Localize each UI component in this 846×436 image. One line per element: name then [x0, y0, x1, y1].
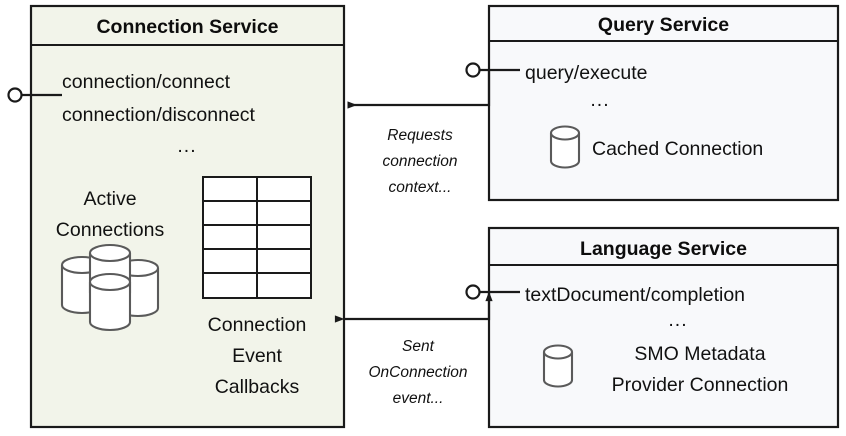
query-service-box[interactable]: Query Service query/execute ... Cached C…: [487, 4, 840, 202]
connection-service-endpoint-1: connection/disconnect: [62, 104, 256, 126]
query-service-ellipsis: ...: [590, 89, 609, 111]
edge-query-to-connection-label-line1: Requests: [387, 127, 453, 144]
edge-connection-to-language-label-line1: Sent: [402, 338, 435, 355]
query-service-database-icon: [549, 125, 581, 169]
language-service-box[interactable]: Language Service textDocument/completion…: [487, 226, 840, 429]
edge-connection-to-language-label-line3: event...: [393, 390, 444, 407]
language-service-ellipsis: ...: [668, 309, 687, 331]
edge-query-to-connection: Requests connection context...: [347, 70, 491, 196]
connection-service-interface-port[interactable]: [7, 87, 63, 103]
connection-service-endpoint-0: connection/connect: [62, 71, 231, 93]
query-service-endpoint-0: query/execute: [525, 62, 648, 84]
edge-query-to-connection-label-line3: context...: [389, 179, 452, 196]
active-connections-label-line1: Active: [83, 188, 136, 210]
query-service-resource-label: Cached Connection: [592, 138, 763, 160]
query-service-interface-port[interactable]: [465, 62, 521, 78]
language-service-endpoint-0: textDocument/completion: [525, 284, 745, 306]
language-service-database-icon: [542, 344, 574, 388]
callbacks-label-line3: Callbacks: [215, 376, 300, 398]
database-cluster-icon: [60, 243, 160, 332]
edge-connection-to-language-label-line2: OnConnection: [368, 364, 467, 381]
callbacks-label-line2: Event: [232, 345, 282, 367]
connection-service-box[interactable]: Connection Service connection/connect co…: [29, 4, 346, 429]
connection-service-title: Connection Service: [96, 16, 278, 38]
query-service-title: Query Service: [598, 14, 729, 36]
edge-connection-to-language: Sent OnConnection event...: [334, 291, 493, 407]
connection-service-ellipsis: ...: [177, 135, 196, 157]
callbacks-label-line1: Connection: [208, 314, 307, 336]
edge-query-to-connection-label-line2: connection: [383, 153, 458, 170]
language-service-resource-label-line1: SMO Metadata: [634, 343, 765, 365]
language-service-resource-label-line2: Provider Connection: [612, 374, 789, 396]
language-service-title: Language Service: [580, 238, 747, 260]
active-connections-label-line2: Connections: [56, 219, 165, 241]
table-grid-icon: [202, 176, 312, 299]
